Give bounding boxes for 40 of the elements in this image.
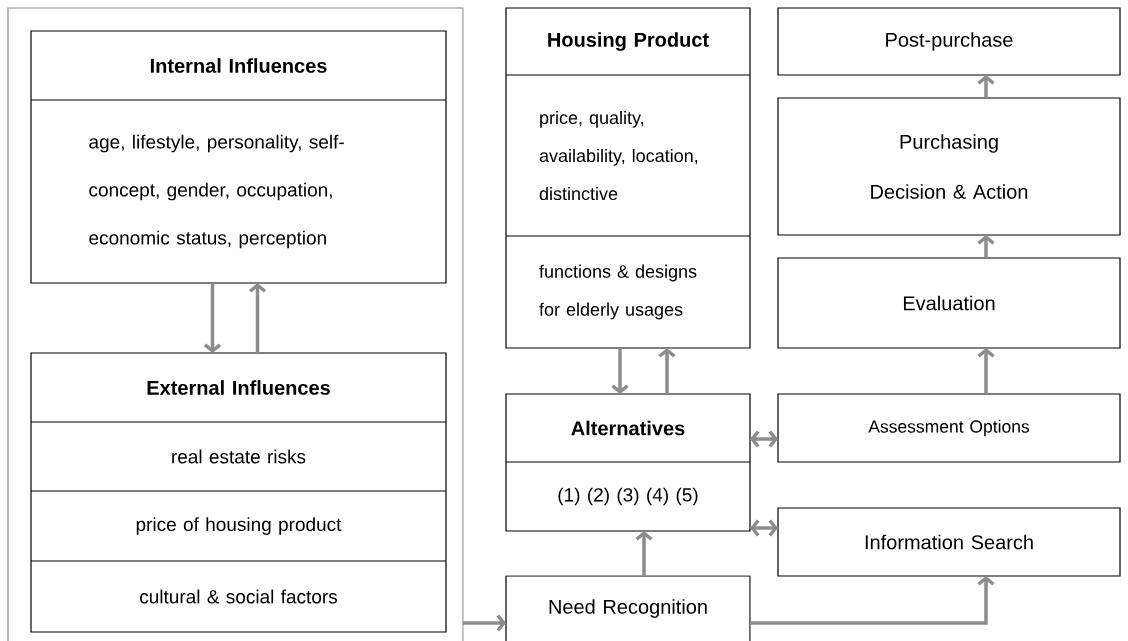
heading-text: External Influences (147, 380, 330, 395)
heading-text: Alternatives (571, 420, 685, 436)
arrow (463, 614, 506, 632)
arrow (750, 430, 778, 448)
process-box (505, 575, 751, 641)
body-text: Assessment Options (868, 419, 1030, 437)
arrow (611, 348, 629, 394)
body-text: cultural & social factors (140, 589, 338, 604)
heading-text: Housing Product (548, 32, 709, 51)
process-box (777, 507, 1121, 577)
body-text: (1) (2) (3) (4) (5) (558, 487, 698, 506)
body-text: age, lifestyle, personality, self-concept, gender, occupation, economic status, perception (89, 134, 344, 249)
process-box (777, 393, 1121, 463)
process-box (777, 97, 1121, 236)
body-text: functions & designs for elderly usages (539, 264, 697, 320)
arrow (635, 531, 653, 576)
process-box (505, 7, 751, 349)
arrow (750, 576, 995, 625)
arrow (658, 348, 676, 394)
body-text: Evaluation (903, 295, 995, 311)
process-box (30, 352, 447, 633)
arrow (977, 75, 995, 98)
process-box (30, 30, 447, 284)
frame (7, 7, 464, 641)
body-text: Purchasing Decision & Action (871, 134, 1028, 199)
arrow (750, 519, 778, 537)
body-text: price of housing product (136, 517, 342, 535)
body-text: price, quality, availability, location, distinctive (539, 110, 698, 201)
arrow (977, 235, 995, 258)
process-box (777, 257, 1121, 349)
process-box (777, 7, 1121, 76)
process-box (505, 393, 751, 532)
body-text: Information Search (865, 534, 1033, 550)
body-text: real estate risks (172, 449, 306, 464)
body-text: Post-purchase (886, 32, 1013, 51)
arrow (203, 283, 222, 353)
arrow (977, 348, 995, 394)
arrow (248, 283, 267, 353)
body-text: Need Recognition (549, 599, 707, 618)
heading-text: Internal Influences (150, 58, 327, 73)
